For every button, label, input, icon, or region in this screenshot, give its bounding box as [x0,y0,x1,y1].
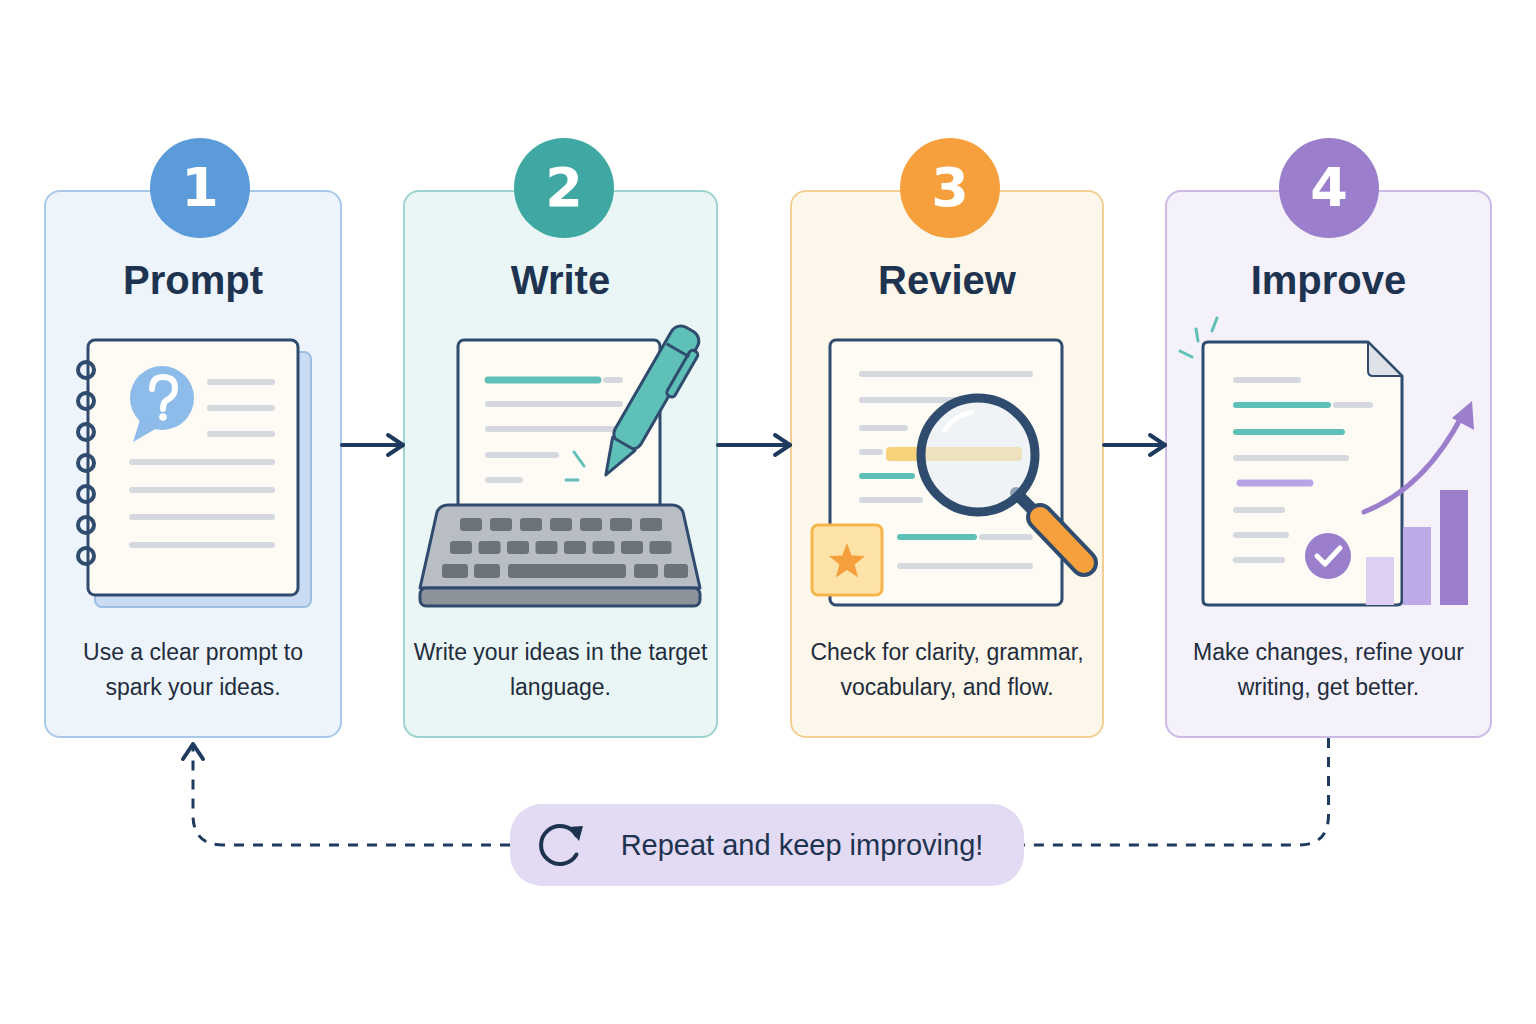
step-card: PromptUse a clear prompt to spark your i… [44,190,342,738]
step-title: Improve [1167,258,1490,303]
repeat-pill: Repeat and keep improving! [510,804,1024,886]
connector-line [718,443,790,447]
loop-connector [1024,738,1329,845]
step-title: Prompt [46,258,340,303]
connector-line [193,744,510,845]
step-number-circle: 4 [1279,138,1379,238]
arrow-head [775,435,790,455]
arrow-head [388,435,403,455]
flow-arrow [342,435,403,455]
step-description: Write your ideas in the target language. [413,635,708,705]
flow-arrow [1104,435,1165,455]
step-card: ImproveMake changes, refine your writing… [1165,190,1492,738]
step-title: Review [792,258,1102,303]
step-number: 1 [181,161,219,215]
step-card: ReviewCheck for clarity, grammar, vocabu… [790,190,1104,738]
step-number-circle: 3 [900,138,1000,238]
repeat-note: Repeat and keep improving! [621,829,984,862]
step-number: 2 [545,161,583,215]
step-title: Write [405,258,716,303]
arrow-head [183,744,203,759]
step-number: 4 [1310,161,1348,215]
step-number-circle: 1 [150,138,250,238]
step-card: WriteWrite your ideas in the target lang… [403,190,718,738]
step-number: 3 [931,161,969,215]
step-number-circle: 2 [514,138,614,238]
loop-connector [183,744,510,845]
connector-line [1024,738,1329,845]
step-description: Make changes, refine your writing, get b… [1175,635,1482,705]
arrow-head [1150,435,1165,455]
flow-arrow [718,435,790,455]
step-description: Check for clarity, grammar, vocabulary, … [800,635,1094,705]
connector-line [342,443,403,447]
connector-line [1104,443,1165,447]
step-description: Use a clear prompt to spark your ideas. [54,635,332,705]
